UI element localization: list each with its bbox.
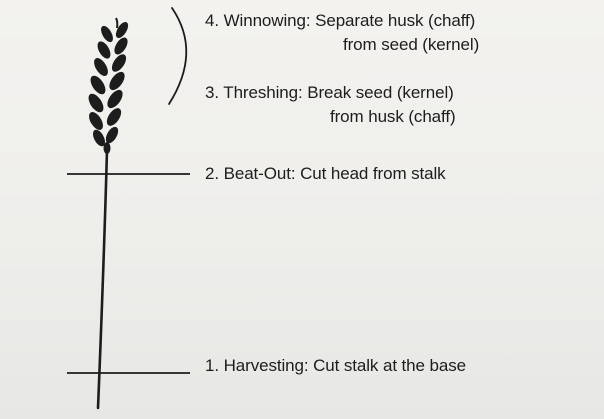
step-3-label: 3. Threshing: Break seed (kernel) (205, 82, 454, 103)
wheat-stalk-icon (86, 18, 131, 408)
step-4-label: 4. Winnowing: Separate husk (chaff) (205, 10, 475, 31)
step-2-label: 2. Beat-Out: Cut head from stalk (205, 163, 446, 184)
step-3-continuation: from husk (chaff) (330, 106, 456, 127)
step-1-label: 1. Harvesting: Cut stalk at the base (205, 355, 466, 376)
steps-bracket (169, 8, 186, 104)
step-4-continuation: from seed (kernel) (343, 34, 479, 55)
